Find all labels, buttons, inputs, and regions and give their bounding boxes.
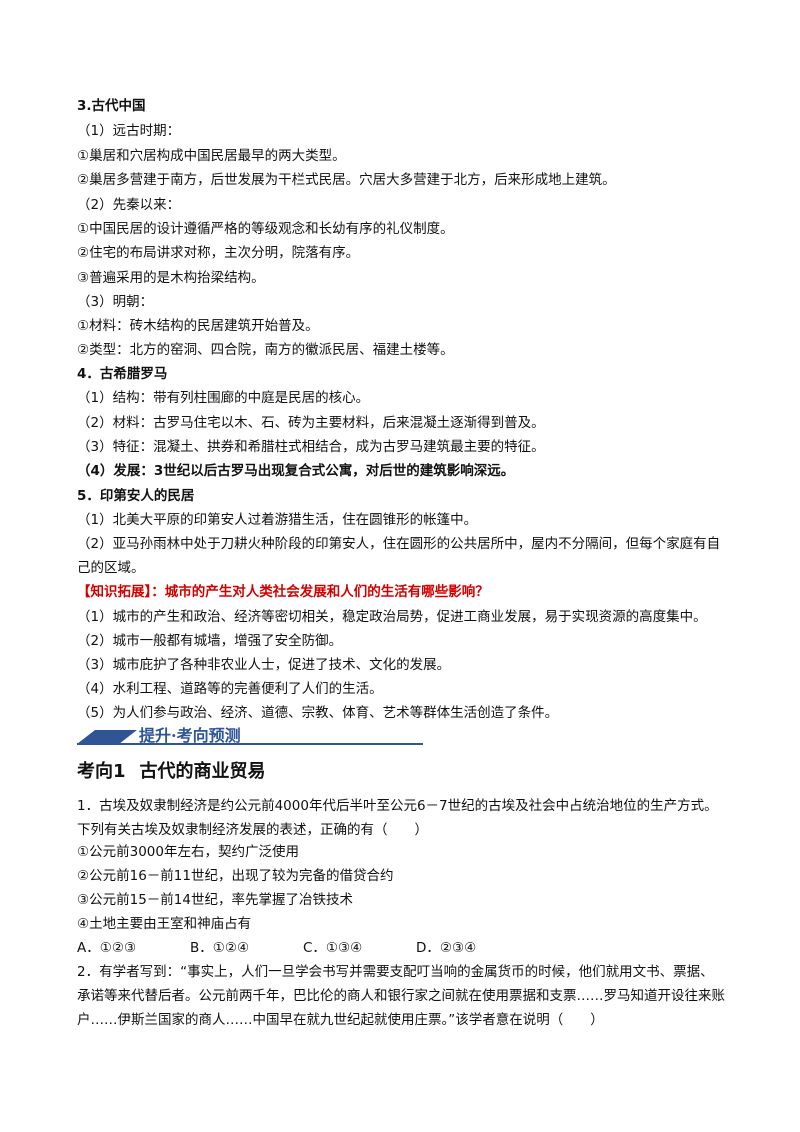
paragraph: （3）城市庇护了各种非农业人士，促进了技术、文化的发展。: [77, 657, 451, 673]
paragraph: （5）为人们参与政治、经济、道德、宗教、体育、艺术等群体生活创造了条件。: [77, 705, 559, 721]
paragraph: （4）水利工程、道路等的完善便利了人们的生活。: [77, 681, 383, 697]
section-banner: 提升·考向预测: [77, 726, 423, 746]
question-2-stem: 2．有学者写到：“事实上，人们一旦学会书写并需要支配叮当响的金属货币的时候，他们…: [77, 964, 725, 1028]
section-4-title: 4．古希腊罗马: [77, 366, 168, 382]
paragraph: （2）先秦以来：: [77, 197, 181, 213]
paragraph: ③普遍采用的是木构抬梁结构。: [77, 270, 265, 286]
question-item: ②公元前16－前11世纪，出现了较为完备的借贷合约: [77, 868, 394, 884]
paragraph: ②住宅的布局讲求对称，主次分明，院落有序。: [77, 245, 360, 261]
question-item: ④土地主要由王室和神庙占有: [77, 916, 252, 932]
paragraph: （1）远古时期：: [77, 123, 181, 139]
option-c: C．①③④: [303, 940, 363, 956]
answer-options: A．①②③ B．①②④ C．①③④ D．②③④: [77, 938, 529, 958]
paragraph: （2）城市一般都有城墙，增强了安全防御。: [77, 633, 343, 649]
option-b: B．①②④: [190, 940, 250, 956]
knowledge-extension-title: 【知识拓展】：城市的产生对人类社会发展和人们的生活有哪些影响？: [77, 584, 489, 600]
option-a: A．①②③: [77, 940, 137, 956]
banner-underline: [77, 743, 423, 745]
topic-heading: 考向1 古代的商业贸易: [77, 760, 280, 784]
paragraph: （2）亚马孙雨林中处于刀耕火种阶段的印第安人，住在圆形的公共居所中，屋内不分隔间…: [77, 536, 721, 576]
paragraph: ①巢居和穴居构成中国民居最早的两大类型。: [77, 148, 346, 164]
paragraph: ②类型：北方的窑洞、四合院，南方的徽派民居、福建土楼等。: [77, 342, 454, 358]
paragraph: （3）特征：混凝土、拱券和希腊柱式相结合，成为古罗马建筑最主要的特征。: [77, 439, 545, 455]
banner-title: 提升·考向预测: [139, 726, 241, 745]
paragraph: （1）北美大平原的印第安人过着游猎生活，住在圆锥形的帐篷中。: [77, 512, 478, 528]
paragraph-bold: （4）发展：3世纪以后古罗马出现复合式公寓，对后世的建筑影响深远。: [77, 463, 515, 479]
option-d: D．②③④: [416, 940, 477, 956]
section-3-title: 3.古代中国: [77, 98, 146, 114]
paragraph: （1）结构：带有列柱围廊的中庭是民居的核心。: [77, 390, 370, 406]
paragraph: ②巢居多营建于南方，后世发展为干栏式民居。穴居大多营建于北方，后来形成地上建筑。: [77, 172, 616, 188]
paragraph: ①中国民居的设计遵循严格的等级观念和长幼有序的礼仪制度。: [77, 221, 454, 237]
paragraph: ①材料：砖木结构的民居建筑开始普及。: [77, 318, 319, 334]
topic-title: 古代的商业贸易: [139, 761, 266, 782]
question-item: ①公元前3000年左右，契约广泛使用: [77, 844, 299, 860]
section-5-title: 5．印第安人的民居: [77, 488, 195, 504]
question-1-stem: 1．古埃及奴隶制经济是约公元前4000年代后半叶至公元6－7世纪的古埃及社会中占…: [77, 798, 718, 838]
paragraph: （2）材料：古罗马住宅以木、石、砖为主要材料，后来混凝土逐渐得到普及。: [77, 415, 545, 431]
topic-label: 考向1: [77, 761, 126, 782]
paragraph: （3）明朝：: [77, 294, 154, 310]
question-item: ③公元前15－前14世纪，率先掌握了冶铁技术: [77, 892, 353, 908]
paragraph: （1）城市的产生和政治、经济等密切相关，稳定政治局势，促进工商业发展，易于实现资…: [77, 609, 707, 625]
banner-flag-shape: [77, 730, 137, 744]
